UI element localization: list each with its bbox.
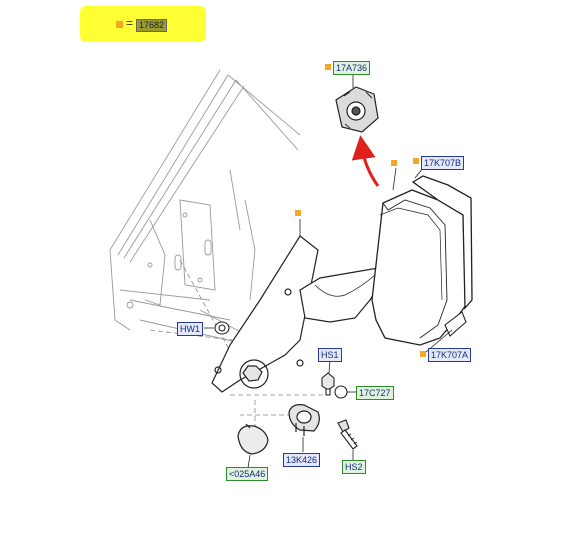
marker-bracket-icon [295,210,301,216]
callout-17c727[interactable]: 17C727 [356,386,394,400]
door-frame [109,69,301,361]
legend-marker-icon [116,21,123,28]
marker-17a736-icon [325,64,331,70]
mirror-motor [335,86,379,133]
callout-hs2[interactable]: HS2 [342,460,366,474]
callout-hs1[interactable]: HS1 [318,348,342,362]
callout-13k426[interactable]: 13K426 [283,453,321,467]
marker-17k707a-icon [420,351,426,357]
callout-025a46[interactable]: <025A46 [226,467,269,481]
legend-box: = 17682 [80,6,206,42]
grommet-13k426 [288,404,320,436]
mirror-glass-upper [411,175,473,310]
cap-025a46 [237,423,269,455]
marker-housing-icon [391,160,397,166]
callout-hw1[interactable]: HW1 [177,322,203,336]
washer-hw1 [214,321,230,335]
red-arrow [351,135,380,187]
mirror-glass-lower [444,311,467,337]
callout-17k707a[interactable]: 17K707A [428,348,472,362]
mirror-bracket [211,235,319,393]
mirror-arm [299,267,386,323]
marker-17k707b-icon [413,158,419,164]
bolt-hs1 [321,372,335,396]
callout-17a736[interactable]: 17A736 [333,61,371,75]
legend-code: 17682 [136,19,168,32]
callout-17k707b[interactable]: 17K707B [421,156,465,170]
nut-17c727 [334,385,348,399]
screw-hs2 [337,419,358,450]
legend-equals: = [126,16,134,30]
